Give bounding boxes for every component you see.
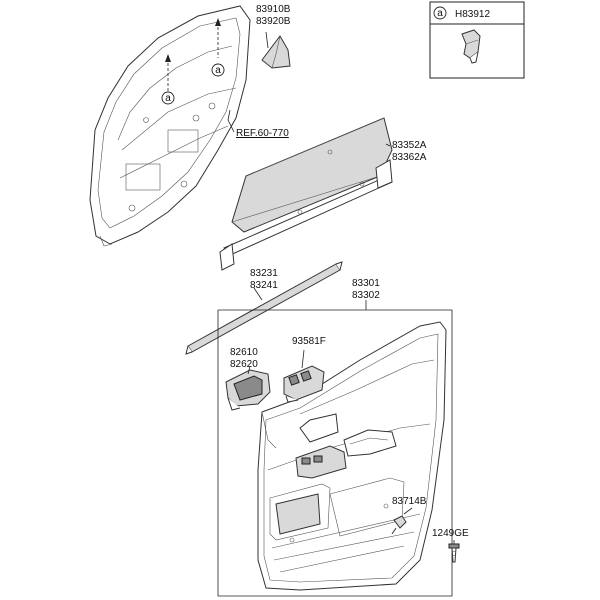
ref-label: REF.60-770: [236, 128, 289, 139]
label-83302: 83302: [352, 290, 380, 301]
label-83301: 83301: [352, 278, 380, 289]
label-83241: 83241: [250, 280, 278, 291]
legend-box: a H83912: [429, 1, 525, 79]
label-82610: 82610: [230, 347, 258, 358]
callout-letter-a-1: a: [165, 93, 171, 104]
callout-letter-a-2: a: [215, 65, 221, 76]
weatherstrip: [185, 261, 343, 355]
sunshade-panel: [219, 117, 393, 271]
label-83910B: 83910B: [256, 4, 291, 15]
screw: [448, 543, 460, 563]
trim-clip: [391, 515, 407, 535]
label-83352A: 83352A: [392, 140, 427, 151]
inside-handle: [225, 369, 271, 411]
legend-callout-letter: a: [437, 8, 443, 19]
label-82620: 82620: [230, 359, 258, 370]
label-83920B: 83920B: [256, 16, 291, 27]
assembly-box: [217, 309, 453, 597]
door-frame: a a: [89, 5, 251, 247]
legend-callout-circle: [433, 6, 447, 20]
label-93581F: 93581F: [292, 336, 326, 347]
callout-circle-a-1: [161, 91, 175, 105]
label-83362A: 83362A: [392, 152, 427, 163]
door-trim-panel: [257, 321, 447, 591]
clip-icon: [461, 29, 481, 64]
corner-trim-part: [261, 35, 291, 69]
window-switch: [283, 365, 325, 403]
callout-circle-a-2: [211, 63, 225, 77]
legend-part-number: H83912: [455, 9, 490, 20]
label-83714B: 83714B: [392, 496, 427, 507]
label-83231: 83231: [250, 268, 278, 279]
label-1249GE: 1249GE: [432, 528, 469, 539]
